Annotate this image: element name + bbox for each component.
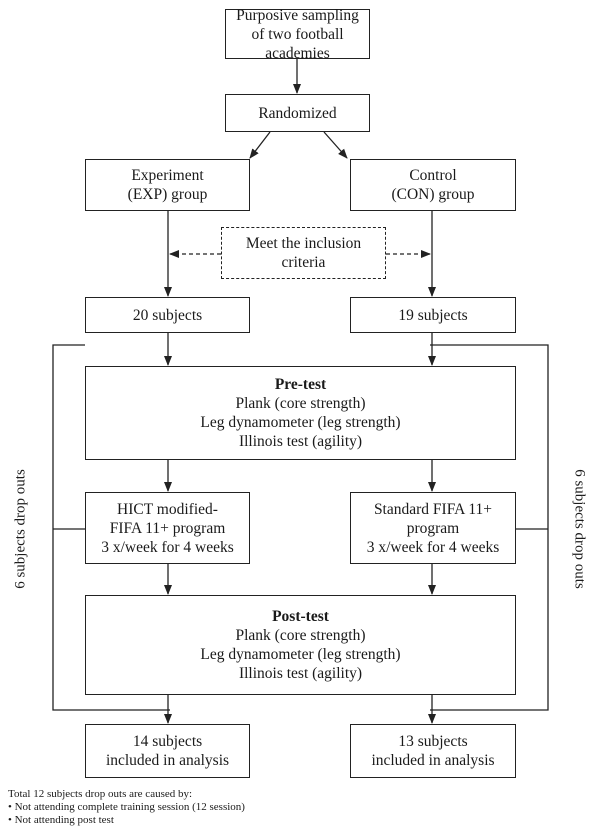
arrow-randomized-exp — [249, 131, 271, 159]
inclusion-criteria-box: Meet the inclusion criteria — [221, 227, 386, 279]
con-subjects-box: 19 subjects — [350, 297, 516, 333]
pretest-box: Pre-test Plank (core strength) Leg dynam… — [85, 366, 516, 460]
randomized-label: Randomized — [258, 104, 337, 122]
footnote: Total 12 subjects drop outs are caused b… — [8, 788, 245, 827]
exp-program-box: HICT modified- FIFA 11+ program 3 x/week… — [85, 492, 250, 564]
exp-program-line-3: 3 x/week for 4 weeks — [101, 538, 234, 556]
right-dropout-bracket — [430, 344, 549, 711]
con-analysis-line-2: included in analysis — [371, 752, 495, 769]
footnote-item-2: • Not attending post test — [8, 814, 114, 826]
exp-analysis-box: 14 subjects included in analysis — [85, 724, 250, 778]
con-analysis-box: 13 subjects included in analysis — [350, 724, 516, 778]
randomized-box: Randomized — [225, 94, 370, 132]
con-program-line-2: program — [406, 519, 460, 537]
posttest-line-3: Illinois test (agility) — [238, 665, 363, 682]
posttest-line-2: Leg dynamometer (leg strength) — [200, 646, 401, 663]
sampling-line-2: of two football academies — [251, 25, 344, 62]
con-program-line-3: 3 x/week for 4 weeks — [366, 538, 500, 556]
exp-subjects-label: 20 subjects — [132, 306, 203, 324]
con-group-line-1: Control — [409, 167, 457, 184]
exp-group-box: Experiment (EXP) group — [85, 159, 250, 211]
posttest-title: Post-test — [272, 608, 329, 625]
exp-analysis-line-2: included in analysis — [105, 752, 230, 769]
left-dropout-label: 6 subjects drop outs — [12, 469, 29, 589]
inclusion-line-1: Meet the inclusion — [245, 235, 362, 252]
footnote-title: Total 12 subjects drop outs are caused b… — [8, 788, 193, 800]
sampling-line-1: Purposive sampling — [236, 6, 359, 24]
pretest-line-2: Leg dynamometer (leg strength) — [200, 414, 401, 431]
left-dropout-bracket — [52, 344, 170, 711]
exp-program-line-1: HICT modified- — [117, 500, 218, 518]
con-analysis-line-1: 13 subjects — [398, 733, 468, 750]
posttest-line-1: Plank (core strength) — [235, 627, 366, 644]
arrow-randomized-con — [323, 131, 348, 159]
con-program-line-1: Standard FIFA 11+ — [373, 500, 493, 518]
con-program-box: Standard FIFA 11+ program 3 x/week for 4… — [350, 492, 516, 564]
exp-group-line-2: (EXP) group — [127, 186, 208, 203]
right-dropout-label: 6 subjects drop outs — [571, 469, 588, 589]
inclusion-line-2: criteria — [281, 254, 326, 271]
con-group-line-2: (CON) group — [391, 186, 475, 203]
exp-group-line-1: Experiment — [131, 167, 204, 184]
footnote-item-1: • Not attending complete training sessio… — [8, 801, 245, 813]
pretest-line-1: Plank (core strength) — [235, 395, 366, 412]
exp-subjects-box: 20 subjects — [85, 297, 250, 333]
exp-program-line-2: FIFA 11+ program — [109, 519, 226, 537]
pretest-title: Pre-test — [274, 376, 327, 393]
sampling-box: Purposive sampling of two football acade… — [225, 6, 370, 62]
exp-analysis-line-1: 14 subjects — [132, 733, 203, 750]
con-subjects-label: 19 subjects — [398, 306, 468, 324]
pretest-line-3: Illinois test (agility) — [238, 433, 363, 450]
posttest-box: Post-test Plank (core strength) Leg dyna… — [85, 595, 516, 695]
con-group-box: Control (CON) group — [350, 159, 516, 211]
